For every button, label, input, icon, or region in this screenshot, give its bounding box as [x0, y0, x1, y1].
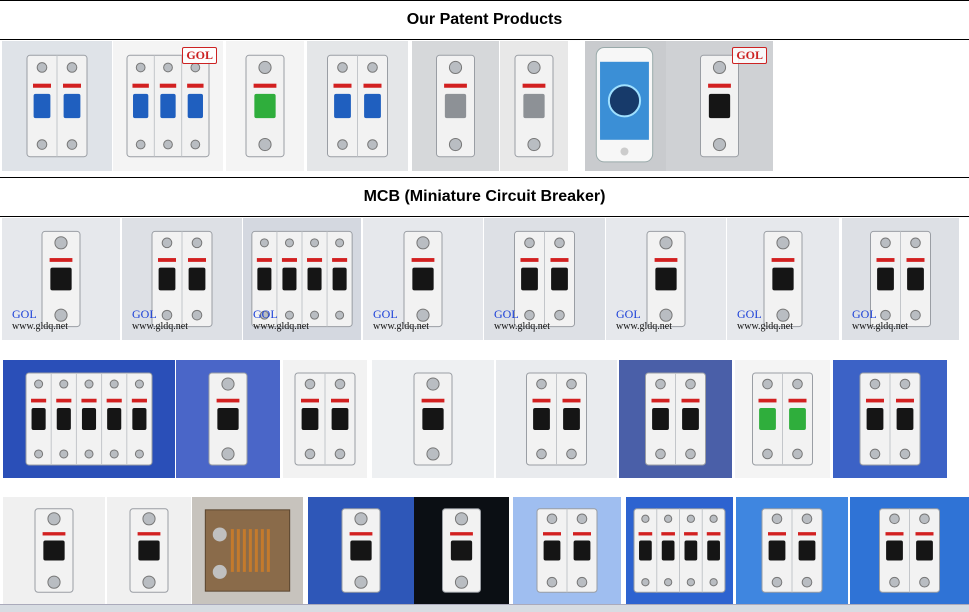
- mcb-2pole-icon: [526, 372, 587, 466]
- mcb-2pole-blue-icon: [536, 508, 598, 593]
- patent-product-image: [500, 41, 568, 171]
- mcb-product-image: [513, 497, 621, 604]
- mcb-1pole-blue-icon: [208, 372, 248, 466]
- mcb-1pole-side-icon: [413, 372, 453, 466]
- patent-products-gallery: GOL GOL: [0, 41, 969, 171]
- mcb-1pole-blue-icon: [341, 508, 381, 593]
- watermark-brand: GOL: [616, 307, 641, 321]
- watermark-site: www.gldq.net: [737, 321, 794, 332]
- mcb-product-image: [107, 497, 191, 604]
- mcb-1pole-red-icon: [34, 508, 74, 593]
- breaker-1pole-grey-icon: [436, 54, 475, 158]
- watermark-site: www.gldq.net: [12, 321, 69, 332]
- page-bottom-edge: [0, 604, 969, 612]
- smart-breaker-icon: [700, 54, 739, 158]
- mcb-group-blue-icon: [25, 372, 153, 466]
- mcb-2pole-blue-icon: [645, 372, 706, 466]
- watermark-brand: GOL: [373, 307, 398, 321]
- mcb-1pole-icon: [41, 230, 81, 328]
- watermark-site: www.gldq.net: [852, 321, 909, 332]
- mcb-product-image: [176, 360, 280, 478]
- mcb-product-image: [619, 360, 732, 478]
- breaker-1pole-grey-icon: [514, 54, 554, 158]
- mcb-gallery-row-2: [0, 360, 969, 478]
- watermark-brand: GOL: [852, 307, 877, 321]
- mcb-product-image: [3, 360, 175, 478]
- brand-logo: GOL: [732, 47, 767, 64]
- mcb-1pole-icon: [403, 230, 443, 328]
- section-header-mcb: MCB (Miniature Circuit Breaker): [0, 177, 969, 217]
- mcb-1pole-black-icon: [442, 508, 481, 593]
- patent-product-image: [2, 41, 112, 171]
- patent-product-image: [307, 41, 408, 171]
- mcb-product-image: [833, 360, 947, 478]
- mcb-1pole-red-icon: [129, 508, 169, 593]
- section-title-patent: Our Patent Products: [406, 11, 563, 28]
- watermark-site: www.gldq.net: [494, 321, 551, 332]
- mcb-product-image: [283, 360, 367, 478]
- mcb-product-image: [850, 497, 969, 604]
- breaker-2pole-blue-icon: [26, 54, 88, 158]
- patent-product-image: GOL: [666, 41, 773, 171]
- mcb-2pole-cream-icon: [879, 508, 940, 593]
- mcb-2pole-red-icon: [294, 372, 356, 466]
- brand-logo: GOL: [182, 47, 217, 64]
- watermark-brand: GOL: [132, 307, 157, 321]
- mcb-2pole-icon: [859, 372, 921, 466]
- mcb-product-image: [372, 360, 494, 478]
- mcb-4pole-blue-icon: [633, 508, 726, 593]
- section-header-patent: Our Patent Products: [0, 0, 969, 40]
- breaker-3pole-blue-icon: [126, 54, 210, 158]
- watermark-site: www.gldq.net: [373, 321, 430, 332]
- watermark-brand: GOL: [253, 307, 278, 321]
- watermark-site: www.gldq.net: [132, 321, 189, 332]
- mcb-2pole-icon: [870, 230, 931, 328]
- mcb-product-image: [3, 497, 105, 604]
- mcb-product-image: [192, 497, 303, 604]
- mcb-2pole-icon: [514, 230, 575, 328]
- patent-product-image: GOL: [113, 41, 223, 171]
- mcb-product-image: [414, 497, 509, 604]
- watermark-brand: GOL: [737, 307, 762, 321]
- watermark-site: www.gldq.net: [253, 321, 310, 332]
- breaker-1pole-green-icon: [245, 54, 285, 158]
- mcb-gallery-row-3: [0, 497, 969, 604]
- mcb-product-image: [735, 360, 830, 478]
- mcb-internals-icon: [204, 509, 291, 592]
- patent-product-image: [412, 41, 499, 171]
- breaker-2pole-blue-icon: [327, 54, 388, 158]
- patent-product-image: [226, 41, 304, 171]
- mcb-product-image: [496, 360, 617, 478]
- mcb-4pole-icon: [251, 230, 353, 328]
- mcb-2pole-icon: [151, 230, 213, 328]
- watermark-site: www.gldq.net: [616, 321, 673, 332]
- watermark-brand: GOL: [494, 307, 519, 321]
- mcb-product-image: [626, 497, 733, 604]
- mcb-1pole-icon: [763, 230, 803, 328]
- section-title-mcb: MCB (Miniature Circuit Breaker): [363, 188, 606, 205]
- watermark-brand: GOL: [12, 307, 37, 321]
- mcb-1pole-icon: [646, 230, 686, 328]
- mcb-2pole-green-icon: [752, 372, 813, 466]
- mcb-2pole-cream-icon: [761, 508, 823, 593]
- mcb-product-image: [308, 497, 414, 604]
- mcb-product-image: [736, 497, 848, 604]
